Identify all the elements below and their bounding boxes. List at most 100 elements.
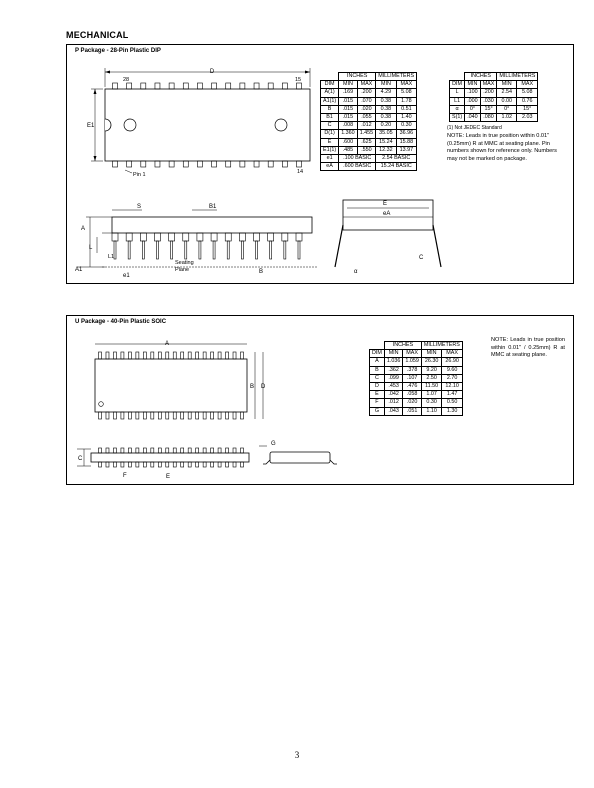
u-table-cell: .107 [402,373,422,384]
soic-lead [157,461,162,468]
soic-lead [150,447,155,454]
soic-lead [180,461,185,468]
u-table-cell: 1.036 [383,357,404,367]
u-table-col-header: DIM [369,349,385,359]
soic-pin [180,351,185,360]
p-label-E1: E1 [87,123,95,129]
u-table-cell: 1.30 [441,406,463,416]
soic-pin [187,351,192,360]
p-table1-cell: .012 [356,121,377,131]
u-table-cell: 0.30 [420,398,443,408]
p-table2-cell: 15° [516,104,539,115]
dip-lead [283,240,287,260]
dip-lead [226,240,230,260]
u-table-cell: 26.30 [420,357,443,367]
u-table-mm-header: MILLIMETERS [420,340,463,351]
dip-pin [168,160,175,168]
soic-lead [232,461,237,468]
p-table2-cell: α [448,104,466,115]
p-table1-cell: .485 [338,145,358,156]
p-table1-cell: 1.40 [395,113,418,123]
u-label-A: A [165,341,169,347]
p-table1-cell: 0.51 [395,104,418,115]
soic-lead [128,461,132,468]
p-label-pin1: Pin 1 [133,172,146,178]
dip-pin [140,82,147,90]
u-table-cell: D [369,382,385,392]
soic-lead [150,461,155,468]
soic-pin [113,411,117,420]
soic-lead [202,461,207,468]
dip-lead-shoulder [111,232,119,242]
dip-lead-shoulder [182,232,190,242]
u-table-cell: .378 [402,365,422,375]
soic-pin [225,351,229,360]
p-label-pin15: 15 [295,77,301,83]
u-label-C: C [78,456,83,462]
p-package-drawing: D 28 15 14 E1 Pin 1 A L L1 A1 e1 S B [75,68,442,279]
p-table1-cell: eA [319,162,340,172]
soic-pin [180,411,185,420]
p-table2-cell: .030 [479,96,498,106]
u-table-cell: 2.70 [441,373,463,384]
p-table1-cell: E1(1) [319,145,340,156]
u-table-cell: 1.47 [441,390,463,400]
soic-pin [120,411,125,420]
dip-pin [182,160,189,168]
p-table2-cell: .080 [479,113,498,123]
p-table1-col-header: MIN [338,80,358,90]
u-table-cell: .362 [383,365,404,375]
dip-pin [154,82,161,90]
soic-lead [113,461,117,468]
dip-lead-shoulder [168,232,175,242]
dip-lead-shoulder [224,232,232,242]
dip-pin [239,82,246,90]
dip-pin [168,82,175,90]
p-table2-cell: 2.54 [496,88,518,98]
p-table1-cell: E [319,137,340,147]
dip-lead-shoulder [253,232,260,242]
soic-pin [195,411,199,420]
p-table1-cell: .600 BASIC [338,162,377,172]
soic-lead [195,461,199,468]
soic-lead [210,447,214,454]
p-table1-cell: 0.38 [375,104,397,115]
p-table2-cell: 5.08 [516,88,539,98]
p-table1-cell: 5.08 [395,88,418,98]
p-label-B1: B1 [209,204,217,210]
u-table-cell: 1.10 [420,406,443,416]
dip-pin [197,160,203,168]
soic-lead [172,461,177,468]
soic-pin [232,351,237,360]
soic-lead [120,461,125,468]
dip-lead-shoulder [281,232,289,242]
p-table2-cell: S(1) [448,113,466,123]
p-table2-cell: 0.00 [496,96,518,106]
soic-pin [135,411,140,420]
p-table1-cell: .070 [356,96,377,106]
p-table1-cell: .625 [356,137,377,147]
p-label-L1: L1 [108,254,114,260]
dip-lead-shoulder [267,232,274,242]
p-table1-cell: D(1) [319,129,340,139]
dip-lead [156,240,159,260]
soic-pin [225,411,229,420]
soic-lead [128,447,132,454]
page-number: 3 [294,750,300,760]
soic-pin [195,351,199,360]
u-table-cell: 12.10 [441,382,463,392]
u-bot-pins [98,411,244,420]
dip-lead-shoulder [196,232,204,242]
p-table1-cell: .020 [356,104,377,115]
u-table-cell: 1.07 [420,390,443,400]
u-table-cell: E [369,390,385,400]
p-label-S: S [137,204,141,210]
